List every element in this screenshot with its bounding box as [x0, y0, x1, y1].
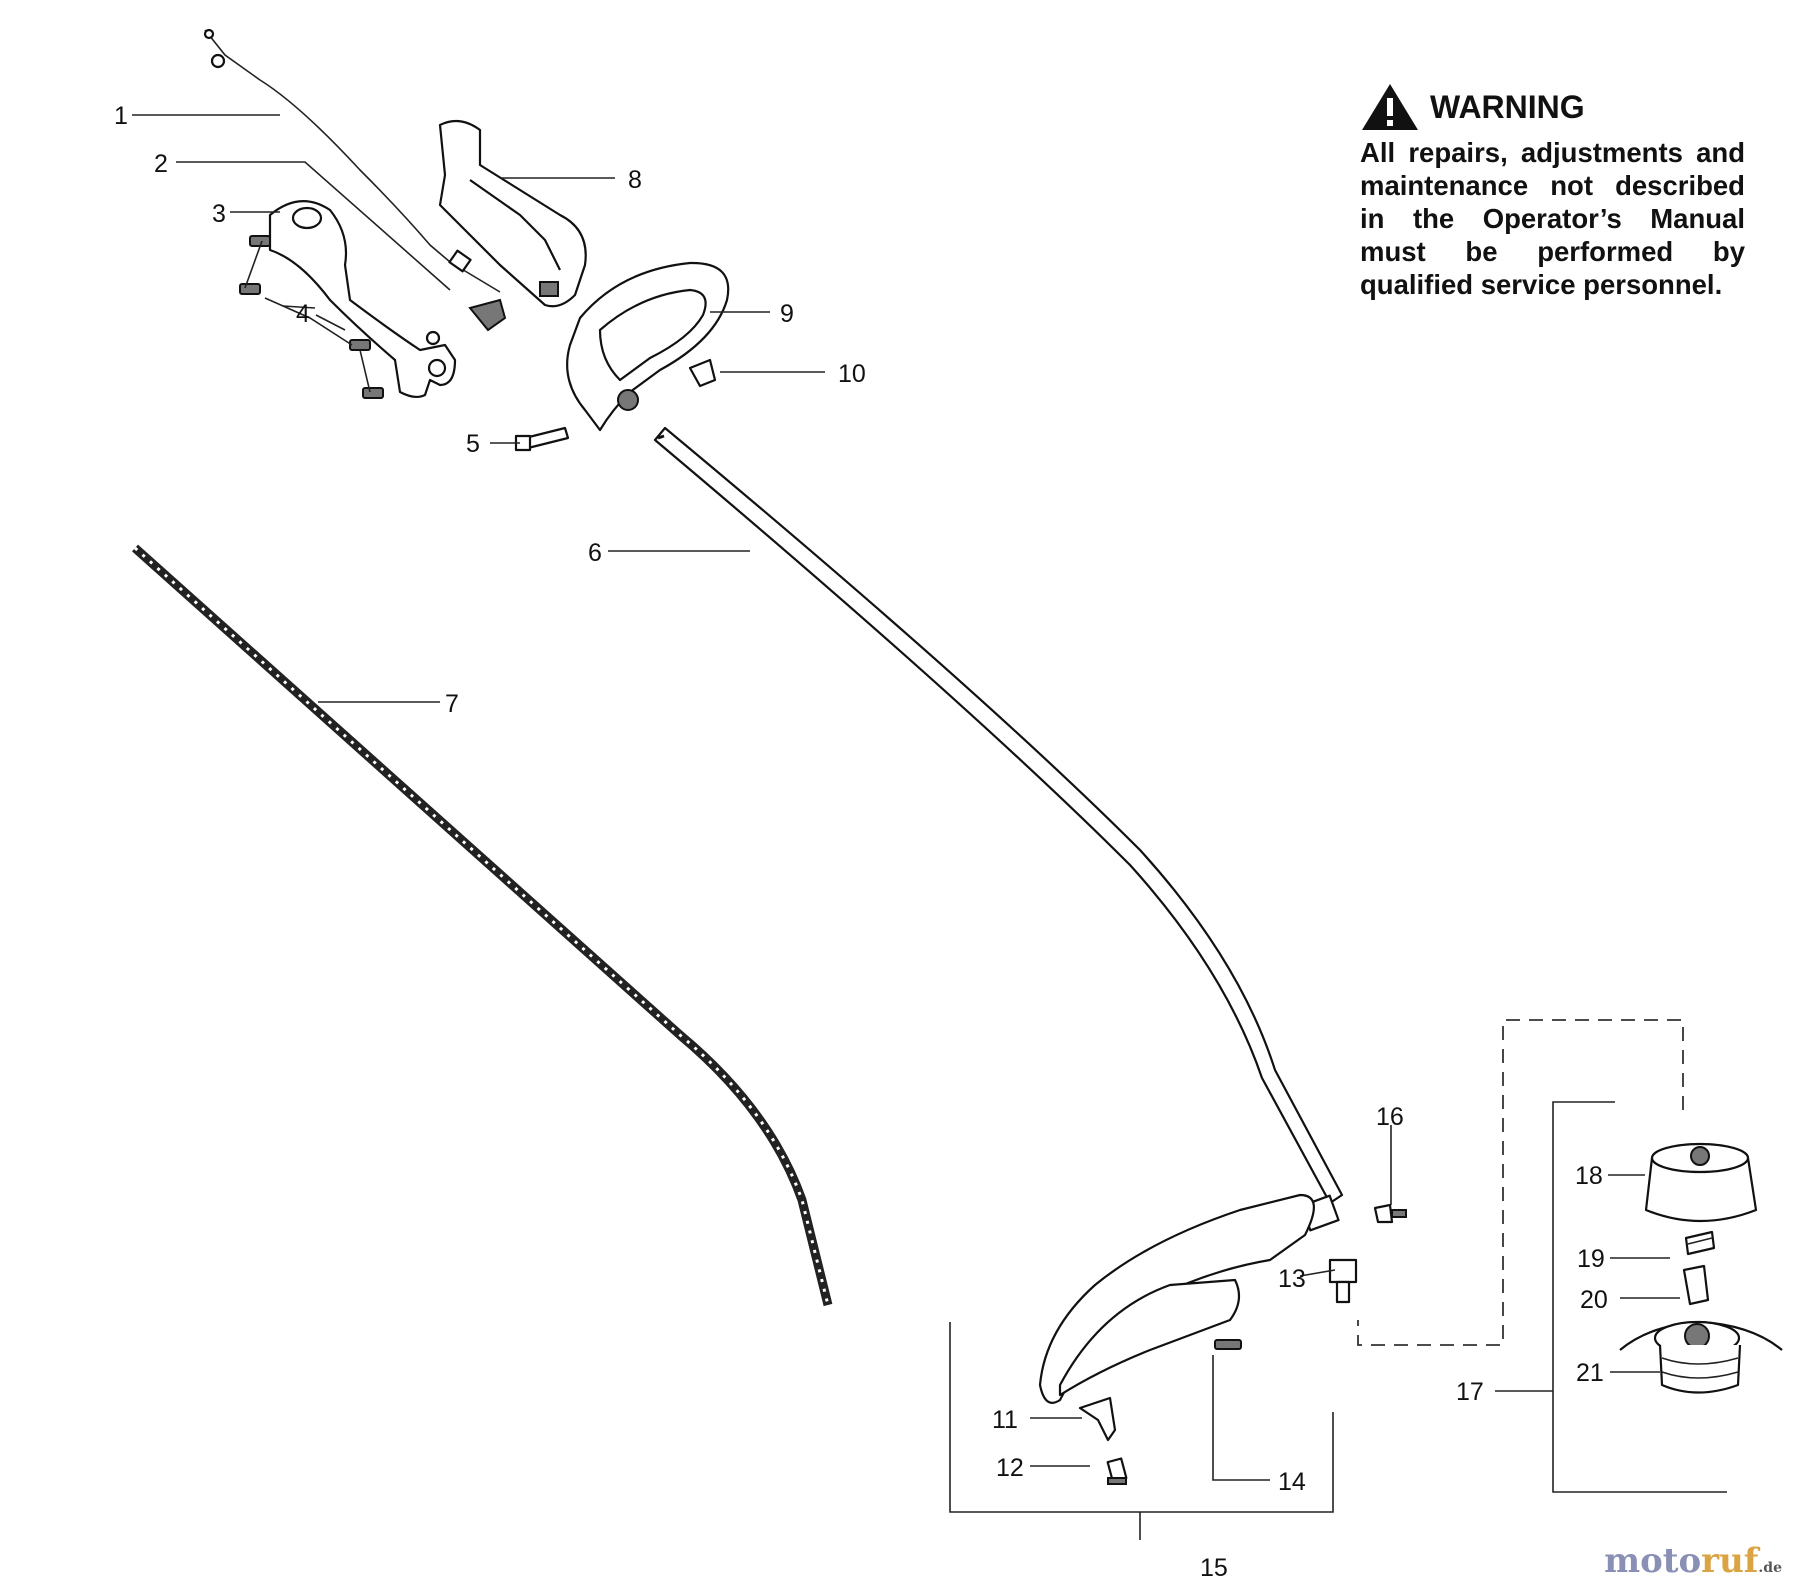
watermark-part2: ruf [1701, 1541, 1759, 1581]
watermark-suffix: .de [1758, 1560, 1782, 1576]
warning-header: WARNING [1360, 82, 1745, 132]
label-part-16: 16 [1376, 1103, 1404, 1131]
warning-box: WARNING All repairs, adjustments and mai… [1360, 82, 1745, 301]
warning-triangle-icon [1362, 84, 1418, 130]
bracket-17 [1552, 1101, 1727, 1493]
guard-screw [1214, 1339, 1242, 1350]
label-part-9: 9 [780, 300, 794, 328]
label-part-2: 2 [154, 150, 168, 178]
label-part-3: 3 [212, 200, 226, 228]
bracket-15 [949, 1322, 1334, 1513]
label-part-5: 5 [466, 430, 480, 458]
warning-text: All repairs, adjustments and maintenance… [1360, 137, 1745, 300]
kit-outline-dashed [1357, 1019, 1684, 1346]
label-part-4: 4 [296, 300, 310, 328]
label-part-12: 12 [996, 1454, 1024, 1482]
label-part-15: 15 [1200, 1554, 1228, 1582]
grass-guard [1038, 1193, 1315, 1404]
leader-lines [132, 114, 1680, 1540]
line-cutter-blade [1078, 1396, 1117, 1442]
trimmer-head [1619, 1142, 1783, 1394]
watermark-part1: moto [1604, 1541, 1702, 1581]
handle-half [438, 119, 587, 308]
label-part-10: 10 [838, 360, 866, 388]
watermark-logo: motoruf.de [1604, 1541, 1782, 1581]
label-part-6: 6 [588, 539, 602, 567]
warning-title: WARNING [1430, 88, 1585, 125]
label-part-21: 21 [1576, 1359, 1604, 1387]
handle-housing [268, 200, 507, 399]
bolt [514, 426, 570, 452]
label-part-8: 8 [628, 166, 642, 194]
handle-screws [239, 235, 384, 399]
label-part-13: 13 [1278, 1265, 1306, 1293]
drive-shaft [131, 544, 833, 1307]
label-part-17: 17 [1456, 1378, 1484, 1406]
part-labels: 1 2 3 4 5 6 7 8 9 10 11 12 13 14 15 16 1… [114, 102, 1608, 1582]
label-part-11: 11 [992, 1406, 1018, 1434]
label-part-19: 19 [1577, 1245, 1605, 1273]
throttle-cable [203, 28, 501, 293]
blade-screw [1106, 1457, 1128, 1485]
label-part-1: 1 [114, 102, 128, 130]
wing-nut [688, 358, 717, 388]
label-part-18: 18 [1575, 1162, 1603, 1190]
assist-handle [566, 261, 730, 432]
label-part-20: 20 [1580, 1286, 1608, 1314]
shaft-tube [653, 426, 1344, 1205]
label-part-14: 14 [1278, 1468, 1306, 1496]
label-part-7: 7 [445, 690, 459, 718]
wing-screw [1373, 1203, 1407, 1224]
